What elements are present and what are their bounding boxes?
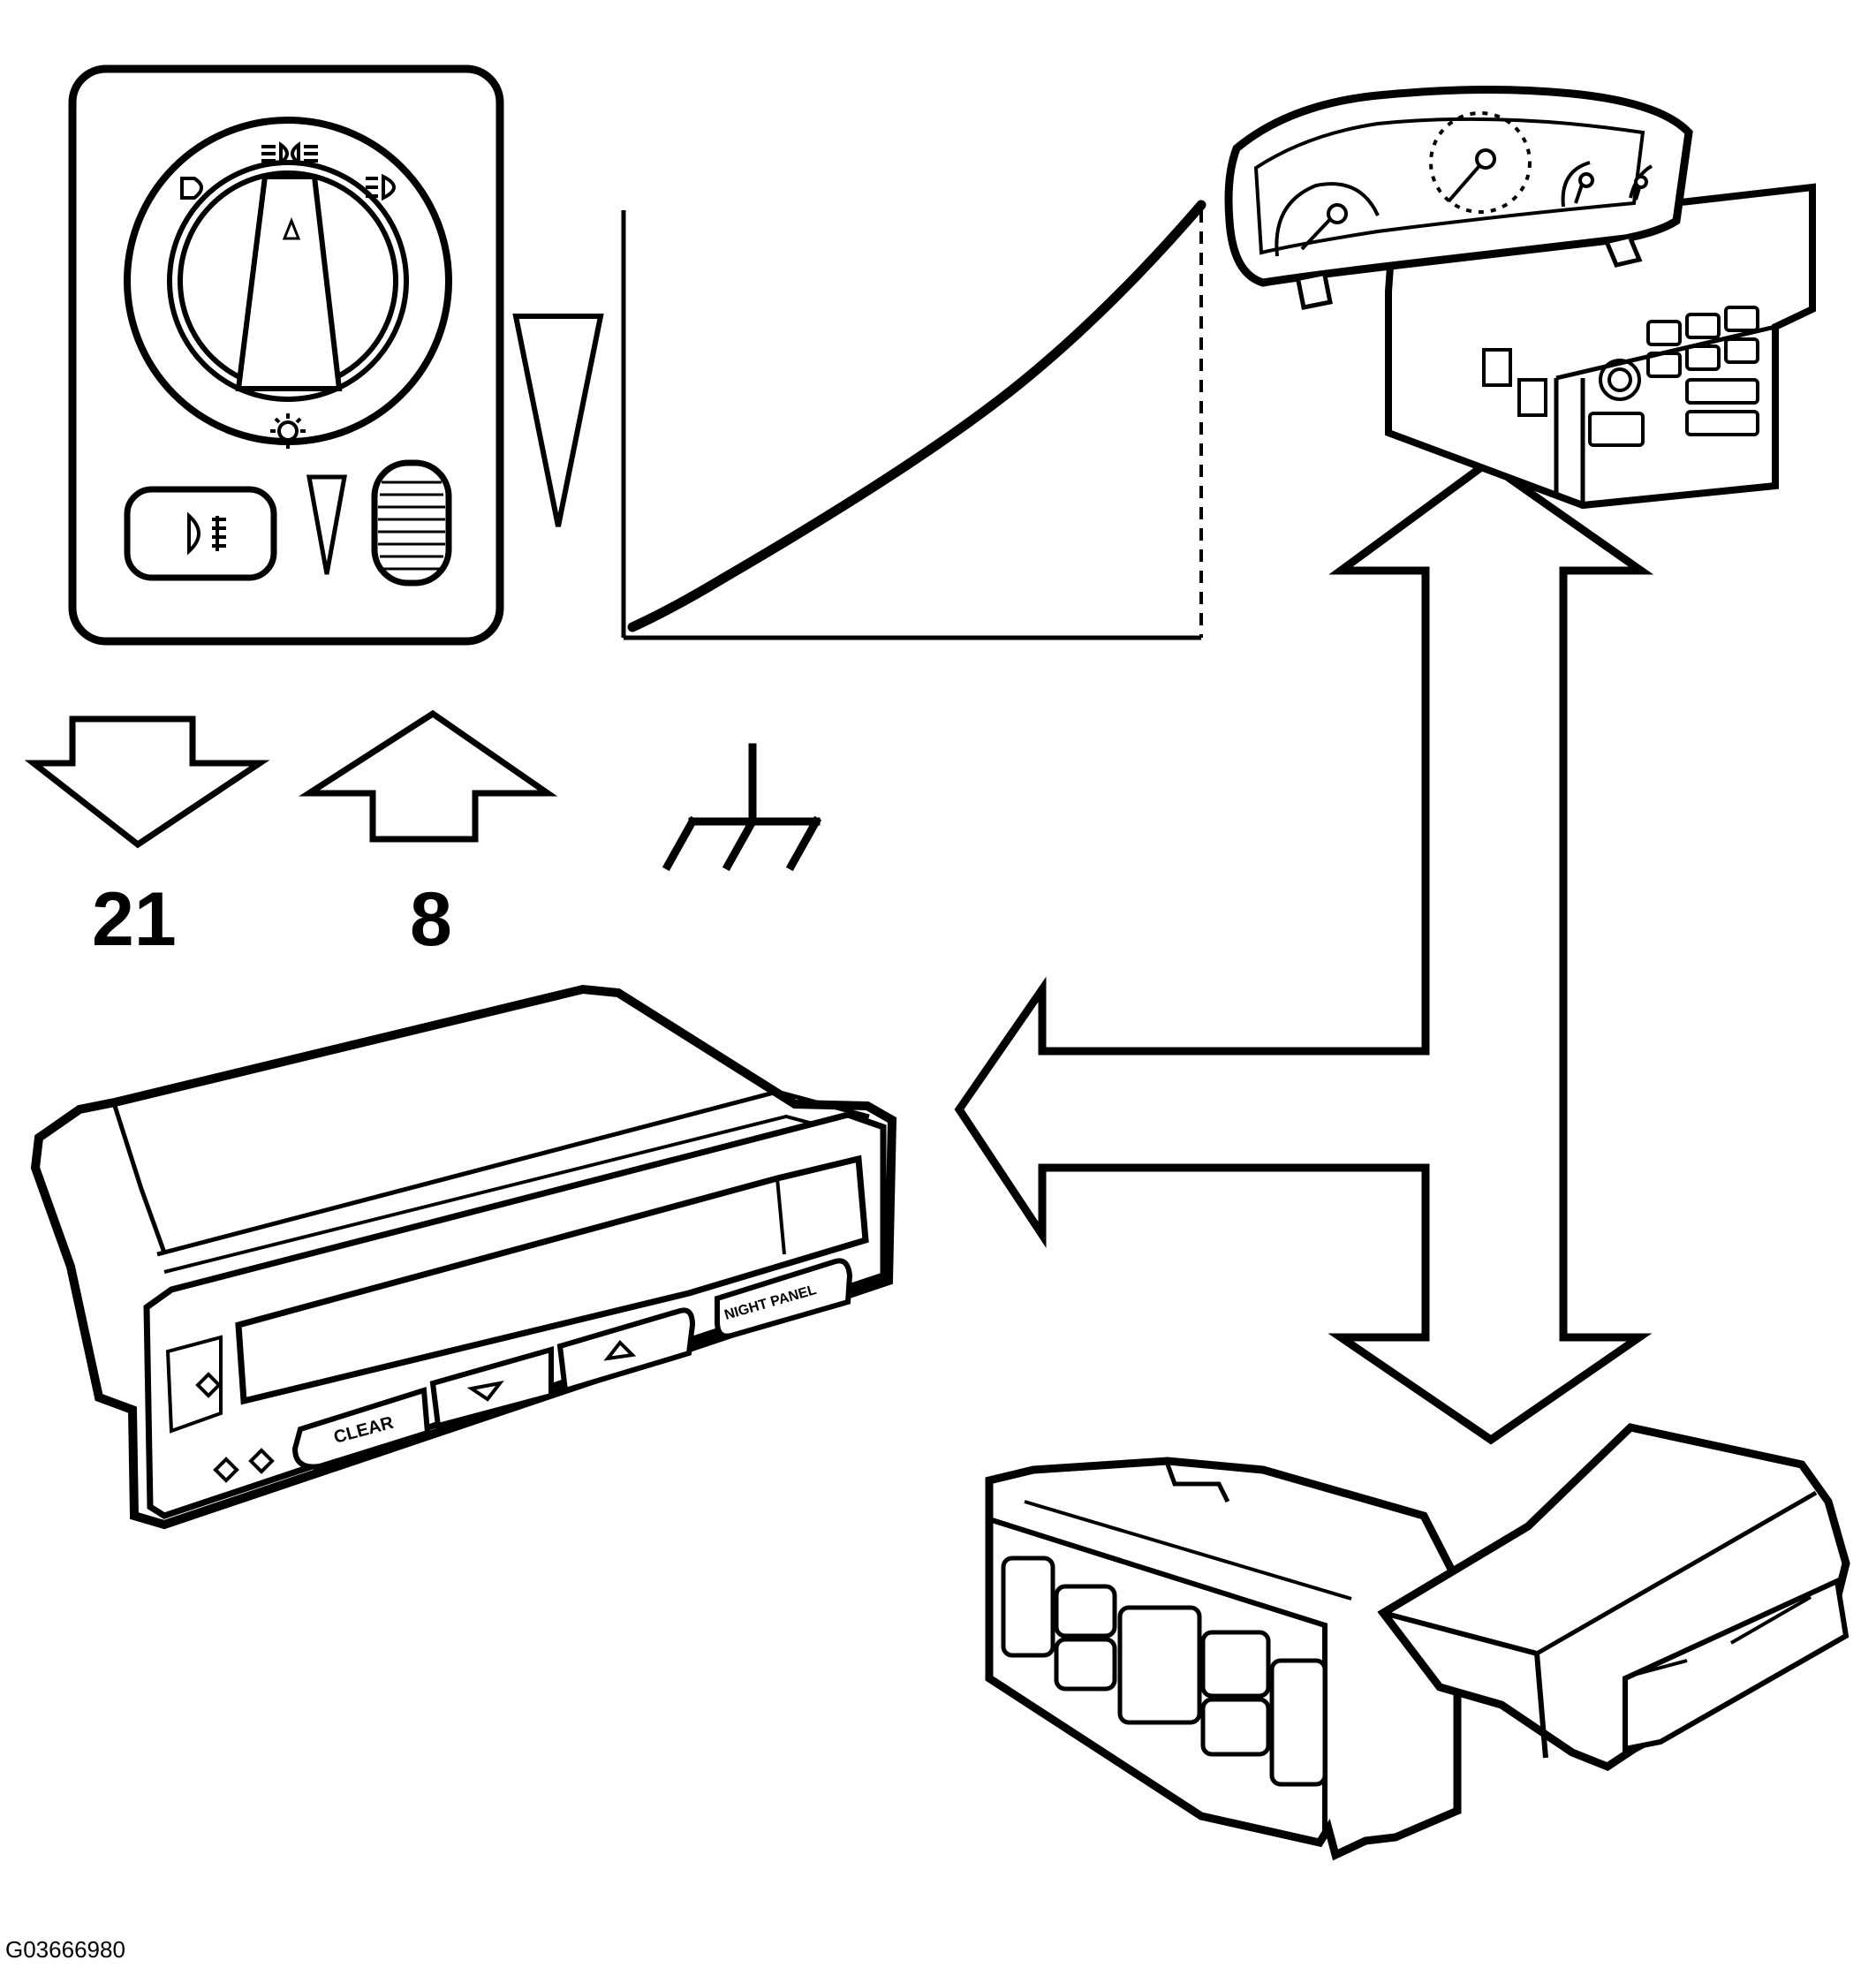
graph-curve — [627, 200, 1207, 632]
dial-pointer-icon — [282, 216, 301, 240]
information-display-unit: CLEAR NIGHT PANEL — [30, 984, 897, 1530]
rotary-dial-ring — [167, 160, 409, 402]
ground-symbol-icon — [662, 743, 822, 872]
dimmer-thumbwheel — [371, 459, 452, 587]
control-module — [1377, 1423, 1850, 1772]
dimming-graph — [621, 200, 1207, 640]
dashboard-light-icon — [270, 413, 306, 449]
display-mode-icon — [195, 1372, 222, 1398]
light-switch-housing — [68, 64, 504, 646]
indicator-icon — [213, 1457, 239, 1483]
output-arrow-down — [24, 715, 270, 849]
high-beam-icon — [366, 173, 396, 201]
cluster-gauges — [1275, 111, 1653, 257]
light-switch-panel — [68, 64, 504, 646]
indicator-icon — [248, 1448, 275, 1474]
bus-arrow-up — [954, 458, 1654, 1445]
up-arrow-icon — [603, 1339, 637, 1361]
cluster-face — [1224, 85, 1693, 287]
input-arrow-up — [299, 709, 558, 843]
dimmer-thumbwheel-ridges — [378, 481, 445, 571]
dimmer-indicator-large — [512, 314, 604, 527]
clear-button — [291, 1387, 431, 1470]
low-beam-icon — [261, 141, 318, 166]
pin-label-8: 8 — [410, 877, 452, 962]
pin-label-21: 21 — [92, 877, 177, 962]
fog-light-icon — [187, 511, 226, 556]
fog-light-button — [124, 486, 277, 581]
climate-buttons — [1001, 1555, 1328, 1787]
control-module-connector — [1623, 1577, 1850, 1752]
down-arrow-icon — [466, 1381, 504, 1402]
night-panel-button — [715, 1258, 853, 1339]
climate-control-panel — [985, 1457, 1462, 1861]
dimmer-indicator-small — [306, 474, 347, 575]
rotary-dial-pointer-knob — [235, 174, 343, 391]
parking-light-icon — [180, 177, 203, 200]
instrument-cluster — [1224, 85, 1816, 510]
figure-id: G03666980 — [5, 1936, 125, 1963]
